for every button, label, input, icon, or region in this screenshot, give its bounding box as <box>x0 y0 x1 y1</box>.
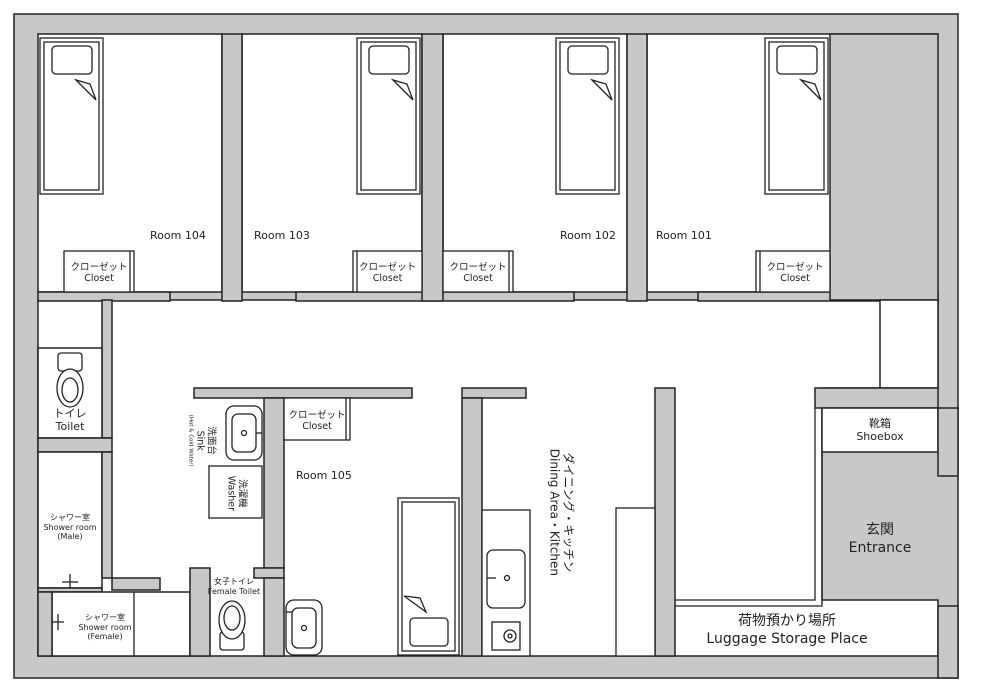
closet-105 <box>283 397 351 441</box>
closet-en: Closet <box>780 273 810 285</box>
dining-en: Dining Area・Kitchen <box>547 448 561 577</box>
luggage-storage-label: 荷物預かり場所 Luggage Storage Place <box>676 613 898 648</box>
bed-icon <box>764 37 829 195</box>
closet-104 <box>63 250 135 293</box>
washer-icon <box>208 465 263 519</box>
closet-ja: クローゼット <box>766 262 824 273</box>
wall-segment <box>37 591 53 657</box>
closet-ja: クローゼット <box>288 410 346 421</box>
wall-segment <box>829 33 939 301</box>
closet-101-label: クローゼット Closet <box>758 262 832 285</box>
wall-segment <box>937 605 959 679</box>
wall-segment <box>193 387 413 399</box>
sink-ja: 洗面台 <box>205 426 217 455</box>
sink-icon <box>225 405 263 461</box>
sink-note: (Hot & Cold Water) <box>187 414 194 467</box>
bed-icon <box>39 37 104 195</box>
dining-ja: ダイニング・キッチン <box>561 452 576 573</box>
wall-segment <box>814 387 939 409</box>
wall-segment <box>189 567 211 657</box>
toilet-label: トイレ Toilet <box>38 407 102 433</box>
wall-segment <box>461 387 527 399</box>
female-toilet-label: 女子トイレ Female Toilet <box>200 577 268 596</box>
shower-female-sub: (Female) <box>87 632 123 642</box>
washer-ja: 洗濯機 <box>236 479 248 508</box>
shoebox-cabinet <box>821 407 939 453</box>
wall-segment <box>263 397 285 569</box>
right-alcove <box>879 299 939 389</box>
wall-segment <box>937 407 959 477</box>
female-toilet-ja: 女子トイレ <box>214 577 254 586</box>
closet-101 <box>755 250 831 293</box>
shoebox-label: 靴箱 Shoebox <box>822 417 938 443</box>
luggage-en: Luggage Storage Place <box>706 630 868 647</box>
closet-en: Closet <box>84 273 114 285</box>
closet-ja: クローゼット <box>70 262 128 273</box>
kitchen-cabinet <box>615 507 656 657</box>
wall-segment <box>654 387 676 657</box>
closet-104-label: クローゼット Closet <box>64 262 134 285</box>
toilet-icon <box>218 600 246 651</box>
entrance-step <box>675 408 816 601</box>
closet-en: Closet <box>302 421 332 433</box>
entrance-ja: 玄関 <box>866 522 894 538</box>
toilet-ja: トイレ <box>53 407 87 420</box>
female-toilet-en: Female Toilet <box>207 586 261 596</box>
bed-icon <box>397 497 460 656</box>
toilet-en: Toilet <box>55 420 85 434</box>
shoebox-ja: 靴箱 <box>869 417 891 430</box>
washer-label: 洗濯機 Washer <box>225 463 248 523</box>
bed-icon <box>555 37 620 195</box>
wall-segment <box>37 437 113 453</box>
room-101-label: Room 101 <box>656 229 712 242</box>
shower-male-ja: シャワー室 <box>50 513 90 522</box>
shoebox-en: Shoebox <box>856 430 904 444</box>
entrance-en: Entrance <box>848 539 912 556</box>
closet-en: Closet <box>463 273 493 285</box>
shower-female-en: Shower room <box>78 622 132 632</box>
wall-segment <box>461 397 483 657</box>
shower-male-sub: (Male) <box>57 532 83 542</box>
wall-segment <box>221 33 243 302</box>
closet-102-label: クローゼット Closet <box>443 262 513 285</box>
sink-icon <box>486 549 526 609</box>
closet-ja: クローゼット <box>358 262 416 273</box>
entrance-step <box>675 452 823 607</box>
room-105-label: Room 105 <box>296 469 352 482</box>
shower-male-floor <box>37 451 103 589</box>
wall-segment <box>111 577 161 591</box>
toilet-icon <box>56 352 84 408</box>
shower-icon <box>52 614 64 630</box>
sink-icon <box>285 599 323 656</box>
wall-segment <box>101 451 113 579</box>
shower-male-en: Shower room <box>43 522 97 532</box>
closet-102 <box>442 250 514 293</box>
room-104-label: Room 104 <box>150 229 206 242</box>
wall-segment <box>101 299 113 439</box>
wall-segment <box>626 33 648 302</box>
room-103-label: Room 103 <box>254 229 310 242</box>
closet-en: Closet <box>372 273 403 285</box>
washer-en: Washer <box>225 475 236 512</box>
shower-female-ja: シャワー室 <box>85 613 125 622</box>
room-102-label: Room 102 <box>560 229 616 242</box>
dining-kitchen-label: ダイニング・キッチン Dining Area・Kitchen <box>547 437 576 587</box>
wall-segment <box>263 577 285 657</box>
sink-en: Sink <box>194 430 206 451</box>
luggage-ja: 荷物預かり場所 <box>738 613 836 629</box>
closet-105-label: クローゼット Closet <box>284 410 350 433</box>
entrance-label: 玄関 Entrance <box>822 522 938 557</box>
closet-ja: クローゼット <box>449 262 507 273</box>
shower-icon <box>62 574 78 588</box>
bed-icon <box>356 37 421 195</box>
sink-label: 洗面台 Sink (Hot & Cold Water) <box>187 411 217 471</box>
closet-103-label: クローゼット Closet <box>353 262 422 285</box>
stove-icon <box>491 621 521 651</box>
closet-103 <box>352 250 423 293</box>
shower-male-label: シャワー室 Shower room (Male) <box>38 513 102 542</box>
shower-female-label: シャワー室 Shower room (Female) <box>68 613 142 642</box>
wall-segment <box>421 33 444 302</box>
